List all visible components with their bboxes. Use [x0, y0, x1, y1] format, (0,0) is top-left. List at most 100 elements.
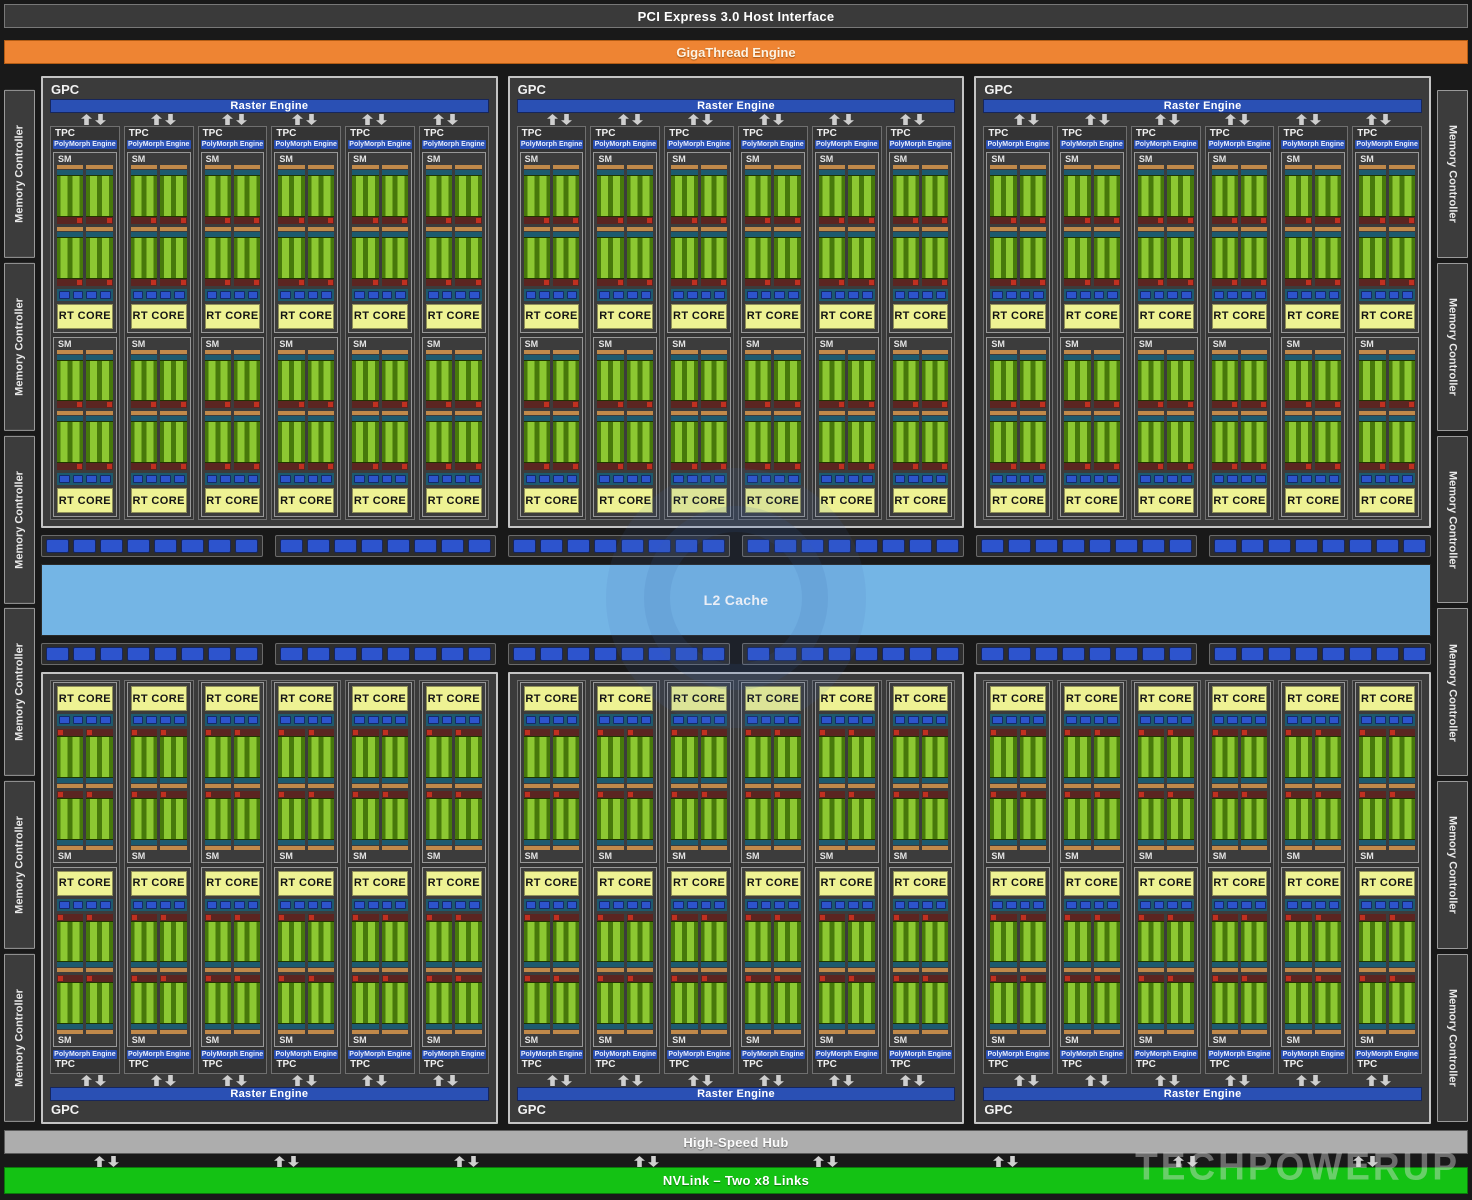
register-bar [1314, 962, 1342, 968]
scheduler-bar [455, 411, 482, 416]
memory-link-segment [513, 539, 537, 553]
core-quad [86, 790, 113, 850]
cuda-core-array [745, 236, 772, 279]
tex-unit [1314, 290, 1326, 299]
sm-label: SM [893, 1035, 908, 1045]
polymorph-engine-bar: PolyMorph Engine [348, 140, 412, 149]
flow-arrows-icon [688, 1075, 714, 1086]
cuda-core-array [626, 175, 654, 217]
register-bar [1314, 416, 1342, 422]
tex-units-strip [130, 288, 187, 301]
load-store-bar [57, 216, 84, 224]
load-store-bar [892, 278, 919, 286]
register-bar [990, 170, 1017, 175]
load-store-bar [700, 278, 728, 286]
scheduler-bar [1314, 968, 1342, 973]
scheduler-bar [892, 968, 919, 973]
tex-units-strip [130, 898, 187, 911]
core-quad [1388, 729, 1416, 788]
memory-link-segment [1268, 647, 1292, 661]
register-bar [745, 354, 772, 360]
register-bar [1167, 416, 1194, 422]
core-quad [1359, 349, 1386, 409]
cuda-core-array [1137, 982, 1165, 1024]
sm-stack: SM RT CORE SM [126, 152, 191, 517]
load-store-bar [86, 975, 113, 983]
tex-unit [1167, 475, 1179, 483]
scheduler-bar [848, 226, 875, 231]
cuda-core-array [86, 736, 113, 778]
scheduler-bar [130, 226, 158, 231]
scheduler-bar [671, 783, 698, 788]
memory-link-segment [675, 539, 699, 553]
sm-label: SM [1360, 154, 1374, 164]
load-store-bar [455, 278, 482, 286]
core-quad [381, 165, 408, 224]
flow-arrows-icon [221, 1075, 247, 1086]
tex-unit [307, 290, 319, 299]
cuda-core-array [523, 421, 551, 463]
gpc-label: GPC [517, 1102, 546, 1117]
load-store-bar [1093, 278, 1120, 286]
core-quad-grid [278, 349, 335, 470]
sm-label: SM [205, 154, 220, 164]
scheduler-bar [233, 845, 261, 850]
cuda-core-array [1064, 421, 1091, 463]
scheduler-bar [818, 226, 846, 231]
scheduler-bar [204, 165, 231, 169]
tex-unit [686, 900, 698, 909]
polymorph-engine-bar: PolyMorph Engine [274, 1050, 339, 1059]
cuda-core-array [774, 982, 801, 1024]
core-quad [1211, 729, 1239, 788]
load-store-bar [233, 463, 261, 470]
scheduler-bar [57, 411, 84, 416]
cuda-core-array [553, 797, 580, 840]
tex-unit [760, 475, 772, 483]
tex-units-strip [352, 714, 408, 726]
scheduler-bar [990, 165, 1017, 169]
tex-units-strip [523, 473, 580, 485]
tex-units-strip [745, 473, 801, 485]
tpc-label: TPC [350, 1059, 371, 1070]
register-bar [523, 170, 551, 175]
core-quad [626, 790, 654, 850]
load-store-bar [425, 463, 453, 470]
flow-arrows-icon [899, 1075, 925, 1086]
load-store-bar [352, 278, 379, 286]
load-store-bar [1388, 401, 1416, 409]
cuda-core-array [307, 421, 335, 463]
cuda-core-array [553, 982, 580, 1024]
scheduler-bar [745, 845, 772, 850]
load-store-bar [700, 790, 728, 798]
rt-core: RT CORE [671, 488, 728, 513]
scheduler-bar [1211, 165, 1239, 169]
load-store-bar [597, 913, 624, 921]
load-store-bar [848, 401, 875, 409]
register-bar [86, 962, 113, 968]
register-bar [425, 231, 453, 237]
memory-controller-label: Memory Controller [13, 470, 26, 569]
memory-controller: Memory Controller [1437, 608, 1468, 777]
tex-unit [1107, 290, 1118, 299]
core-quad-grid [1211, 349, 1268, 470]
tpc-block: TPC PolyMorph Engine SM RT CORE SM [1057, 126, 1127, 520]
core-quad [1019, 729, 1047, 788]
sm-label: SM [1138, 850, 1153, 861]
tex-unit [1153, 716, 1165, 724]
scheduler-bar [204, 968, 231, 973]
core-quad [1211, 913, 1239, 973]
register-bar [553, 416, 580, 422]
tex-unit [1328, 900, 1340, 909]
tex-unit [1388, 475, 1400, 483]
load-store-bar [130, 729, 158, 736]
flow-arrows-icon [151, 1075, 177, 1086]
core-quad [1388, 411, 1416, 470]
register-bar [848, 231, 875, 237]
load-store-bar [1093, 216, 1120, 224]
cuda-core-array [233, 175, 261, 217]
cuda-core-array [57, 920, 84, 963]
tex-unit [86, 716, 98, 724]
core-quad-grid [204, 165, 261, 286]
load-store-bar [86, 913, 113, 921]
core-quad [1314, 975, 1342, 1034]
